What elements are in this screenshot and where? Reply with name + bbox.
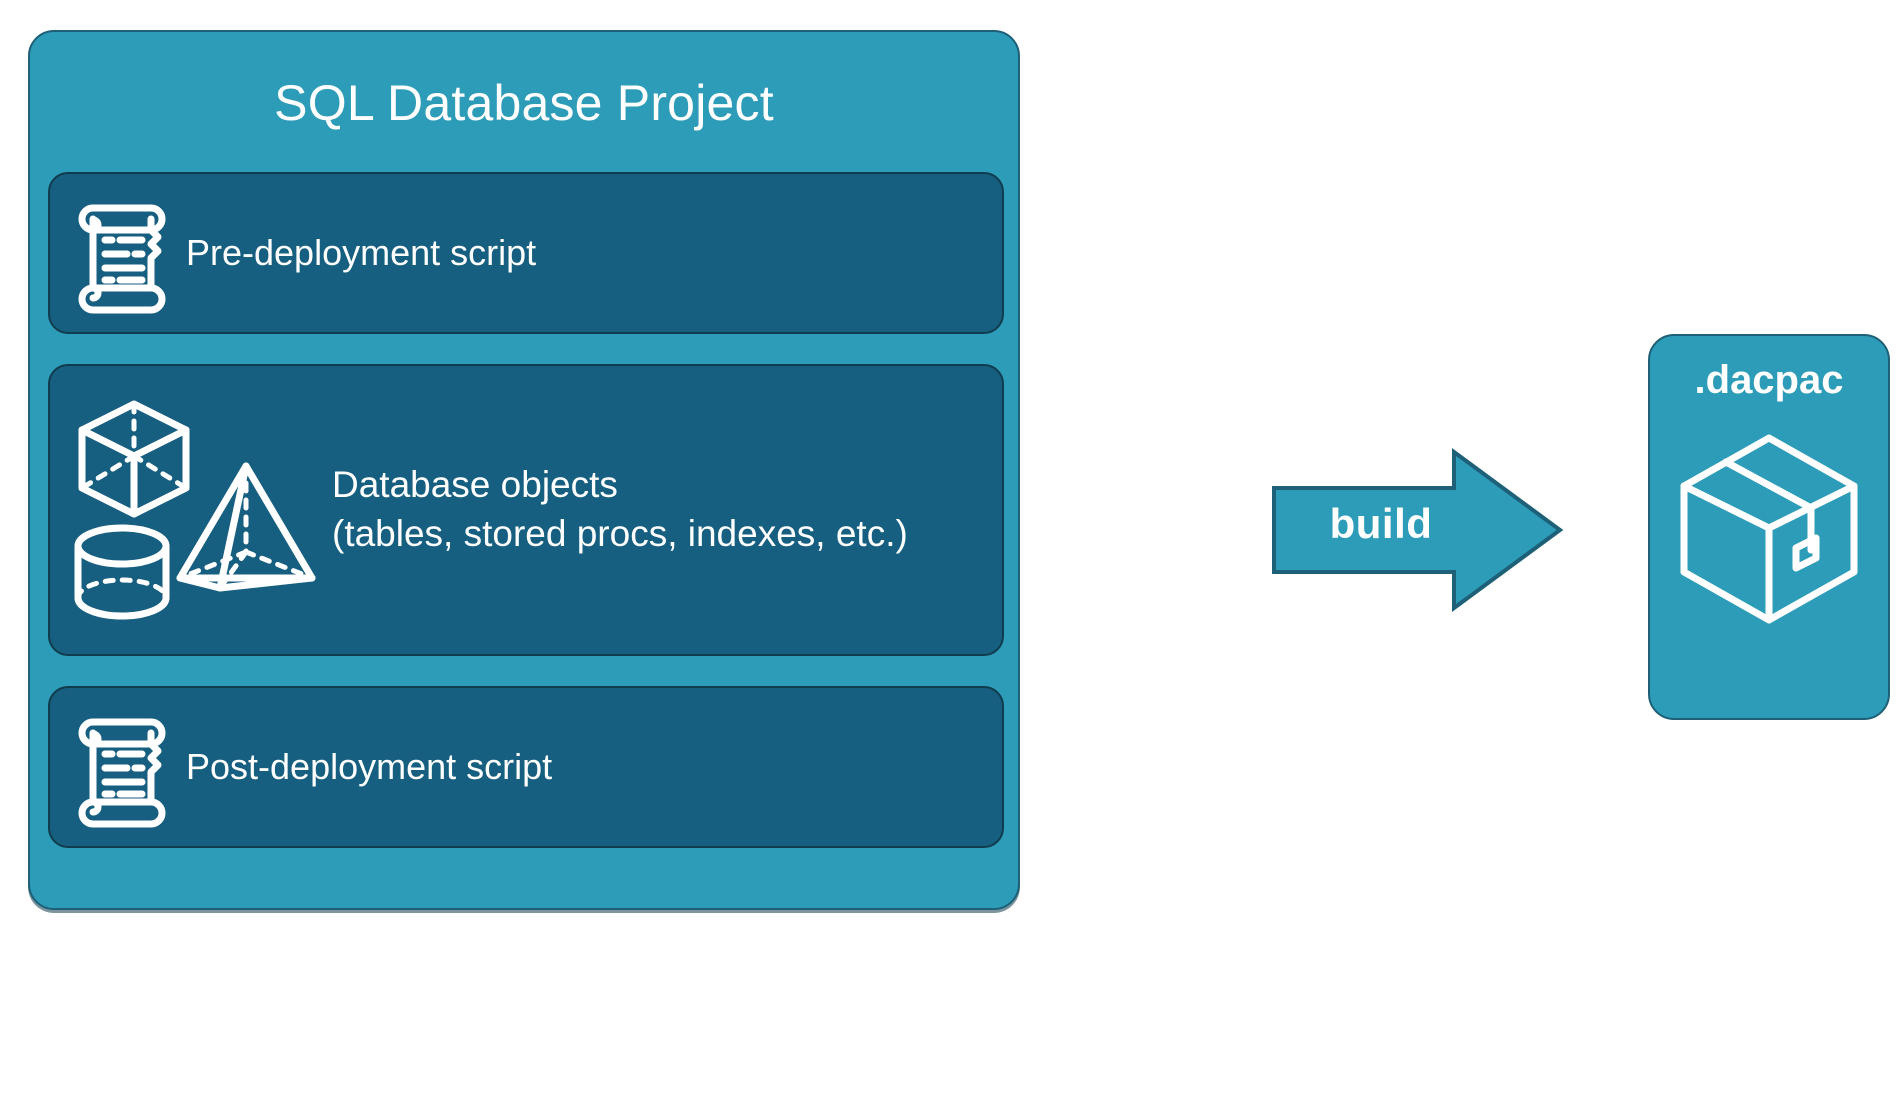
build-arrow-label: build [1329, 500, 1433, 547]
item-database-objects[interactable]: Database objects (tables, stored procs, … [48, 364, 1004, 656]
pyramid-icon [176, 462, 316, 592]
cube-icon [78, 400, 190, 518]
dacpac-output-card: .dacpac [1648, 334, 1890, 720]
scroll-icon [50, 708, 186, 828]
sql-database-project-card: SQL Database Project [28, 30, 1020, 910]
item-post-deployment-script[interactable]: Post-deployment script [48, 686, 1004, 848]
cylinder-icon [74, 524, 170, 620]
package-box-icon [1676, 432, 1862, 626]
item-label-pre-deployment: Pre-deployment script [186, 232, 537, 274]
dacpac-title: .dacpac [1694, 358, 1844, 402]
item-pre-deployment-script[interactable]: Pre-deployment script [48, 172, 1004, 334]
item-label-post-deployment: Post-deployment script [186, 746, 553, 788]
item-label-database-objects: Database objects (tables, stored procs, … [332, 464, 908, 554]
scroll-icon [50, 194, 186, 314]
3d-shapes-icon [50, 392, 332, 628]
build-arrow: build [1272, 448, 1564, 612]
page-title: SQL Database Project [274, 75, 774, 131]
build-arrow-shape [1272, 448, 1564, 612]
